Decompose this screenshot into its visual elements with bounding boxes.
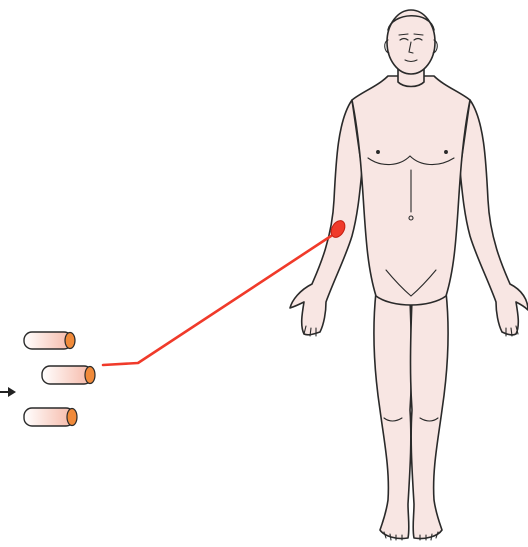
tube-top[interactable]: [24, 332, 75, 349]
tube-bottom[interactable]: [24, 408, 77, 426]
right-leg: [411, 292, 449, 539]
left-arm: [290, 100, 362, 335]
human-figure: [290, 10, 528, 539]
left-nipple: [377, 151, 380, 154]
right-nipple: [445, 151, 448, 154]
tube-middle[interactable]: [42, 366, 95, 384]
right-arm: [460, 100, 528, 335]
pointer-arrow-icon: [0, 387, 16, 397]
left-leg: [374, 292, 412, 539]
